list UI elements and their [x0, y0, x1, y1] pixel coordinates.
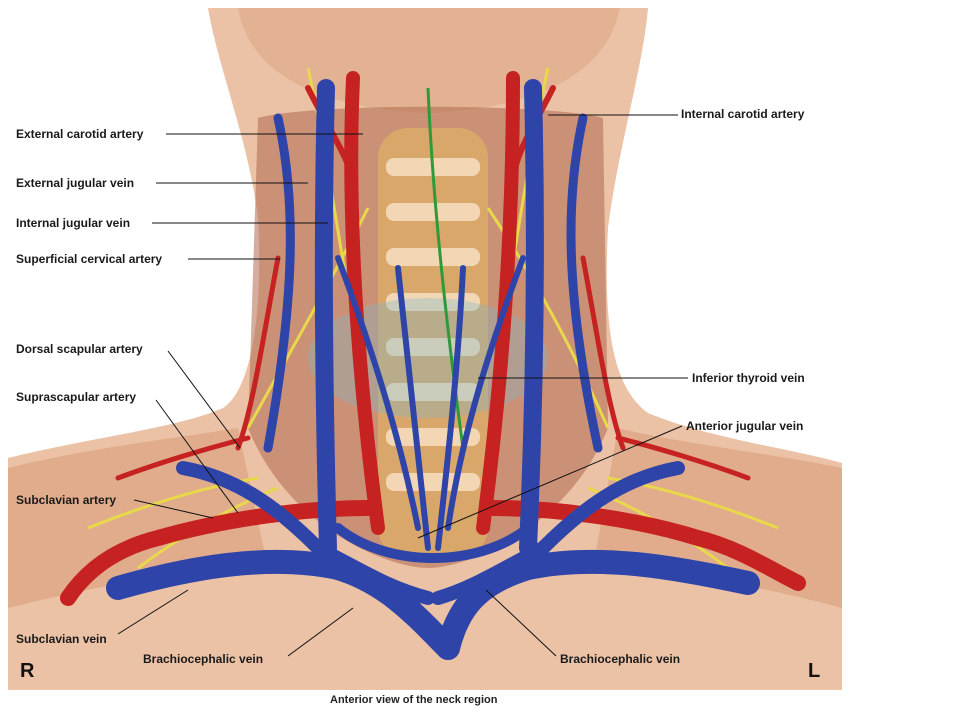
anatomy-figure: External carotid artery External jugular…: [8, 8, 842, 690]
label-internal-carotid-artery: Internal carotid artery: [681, 107, 805, 121]
figure-caption: Anterior view of the neck region: [330, 694, 498, 706]
label-suprascapular-artery: Suprascapular artery: [16, 390, 137, 404]
label-external-jugular-vein: External jugular vein: [16, 176, 135, 190]
neck-anatomy-illustration: [8, 8, 842, 690]
label-anterior-jugular-vein: Anterior jugular vein: [686, 419, 804, 433]
label-superficial-cervical-artery: Superficial cervical artery: [16, 252, 163, 266]
vagus-nerve-green: [426, 87, 465, 449]
arteries: [60, 71, 806, 606]
label-subclavian-vein: Subclavian vein: [16, 632, 107, 646]
label-inferior-thyroid-vein: Inferior thyroid vein: [692, 371, 805, 385]
label-subclavian-artery: Subclavian artery: [16, 493, 117, 507]
right-side-marker: R: [20, 660, 35, 682]
veins: [106, 79, 760, 660]
label-internal-jugular-vein: Internal jugular vein: [16, 216, 131, 230]
label-dorsal-scapular-artery: Dorsal scapular artery: [16, 342, 143, 356]
leader-lines: [117, 114, 688, 657]
label-brachiocephalic-vein-right: Brachiocephalic vein: [143, 652, 264, 666]
left-side-marker: L: [808, 660, 821, 682]
label-brachiocephalic-vein-left: Brachiocephalic vein: [560, 652, 681, 666]
label-external-carotid-artery: External carotid artery: [16, 127, 144, 141]
